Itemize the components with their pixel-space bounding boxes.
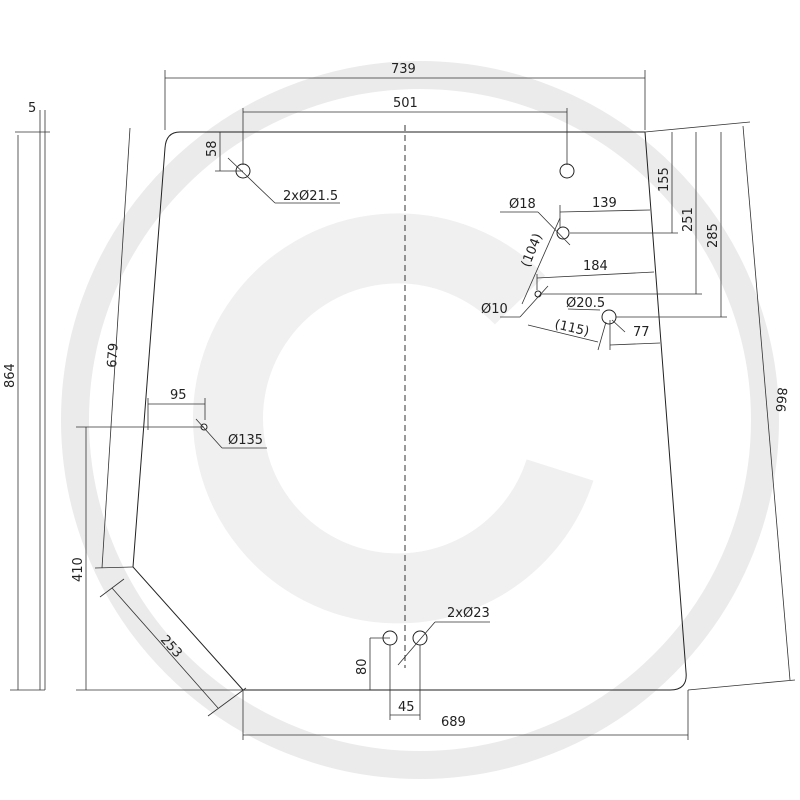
dim-hole-b-offset: 184 [583,259,608,274]
dim-hole-ab-dist: (104) [519,231,546,269]
dim-bottom-hole-spacing: 45 [398,700,415,715]
dim-bottom-hole-offset: 80 [355,658,370,675]
dim-hole-b-dia: Ø10 [481,302,508,317]
dim-height-total: 864 [3,363,18,388]
dim-top-holes: 2xØ21.5 [283,189,338,204]
dim-width-top: 739 [391,62,416,77]
dim-hole-c-dia: Ø20.5 [566,296,605,311]
dim-hole-b-height: 251 [681,207,696,232]
dim-hole-c-height: 285 [706,223,721,248]
dim-hole-bc-dist: (115) [553,317,590,339]
dim-hole-c-offset: 77 [633,325,650,340]
dim-hole-a-dia: Ø18 [509,197,536,212]
dim-hole-spacing-top: 501 [393,96,418,111]
dim-right-edge: 866 [772,387,789,413]
dim-top-hole-offset: 58 [205,140,220,157]
holes [200,163,617,646]
dimension-lines [10,70,796,740]
dim-hole-left-offset: 95 [170,388,187,403]
glass-pane [132,131,687,691]
dim-width-bottom: 689 [441,715,466,730]
dim-left-edge: 679 [105,342,122,368]
dim-bottom-holes: 2xØ23 [447,606,490,621]
dim-left-lower-height: 410 [71,557,86,582]
dim-hole-a-height: 155 [657,167,672,192]
watermark-logo [61,61,779,779]
dim-thickness: 5 [28,101,36,116]
dim-hole-a-offset: 139 [592,196,617,211]
dim-hole-left-dia: Ø135 [228,433,263,448]
